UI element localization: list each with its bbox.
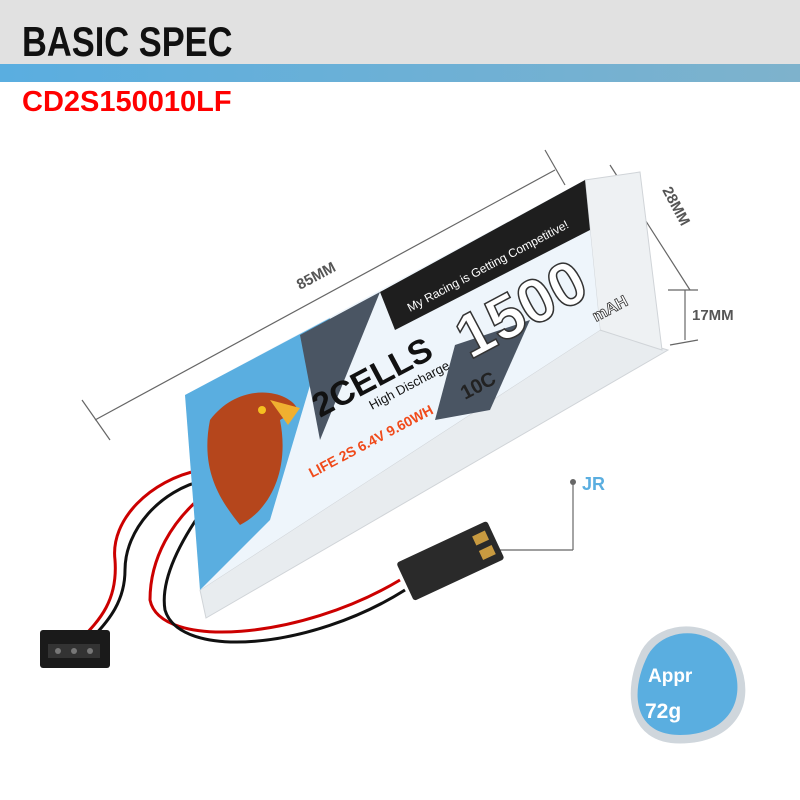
wires: [78, 468, 406, 644]
height-label: 17MM: [692, 307, 734, 324]
page-title: BASIC SPEC: [22, 18, 233, 65]
balance-connector: [40, 630, 110, 668]
header-accent-bar: [0, 64, 800, 82]
weight-value: 72g: [645, 700, 681, 723]
jr-connector: [397, 521, 504, 601]
model-number: CD2S150010LF: [22, 86, 232, 118]
eagle-mascot-icon: [207, 392, 300, 525]
length-label: 85MM: [294, 259, 339, 294]
header-band: BASIC SPEC: [0, 0, 800, 65]
connector-label: JR: [582, 474, 605, 494]
battery-label: [185, 180, 600, 590]
weight-line1: Appr: [648, 666, 693, 687]
width-label: 28MM: [658, 184, 693, 229]
weight-badge: Appr 72g: [627, 623, 749, 747]
